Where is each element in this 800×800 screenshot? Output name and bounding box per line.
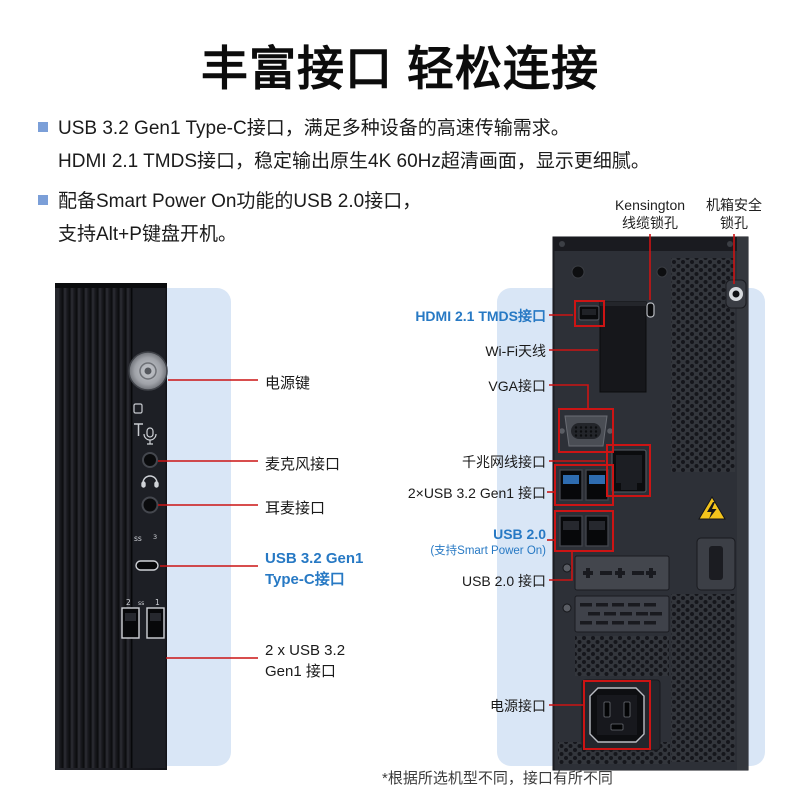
bullet-1: USB 3.2 Gen1 Type-C接口，满足多种设备的高速传输需求。 HDM… (58, 112, 650, 178)
chassis-lock-label: 机箱安全 锁孔 (706, 197, 762, 231)
vent-grid-top (671, 258, 735, 472)
wifi-antenna-cover (599, 301, 647, 393)
usb-a-port-2 (121, 607, 140, 639)
rear-power-label: 电源接口 (490, 698, 546, 714)
slot-latch (696, 537, 736, 591)
bullet-2-line-1: 配备Smart Power On功能的USB 2.0接口， (58, 191, 422, 212)
mic-jack (142, 452, 158, 468)
expansion-slot-cover-1 (574, 555, 670, 591)
bullet-2: 配备Smart Power On功能的USB 2.0接口， 支持Alt+P键盘开… (58, 185, 421, 251)
front-mic-label: 麦克风接口 (265, 456, 341, 473)
typec-port (135, 560, 159, 571)
rear-usb20-smart-label: USB 2.0 (支持Smart Power On) (430, 526, 546, 557)
bullet-1-line-1: USB 3.2 Gen1 Type-C接口，满足多种设备的高速传输需求。 (58, 118, 570, 139)
headset-jack (141, 496, 159, 514)
bullet-1-line-2: HDMI 2.1 TMDS接口，稳定输出原生4K 60Hz超清画面，显示更细腻。 (58, 151, 650, 172)
front-power-label: 电源键 (265, 375, 311, 392)
front-typec-label: USB 3.2 Gen1 Type-C接口 (265, 550, 364, 588)
front-tower-figure: ss 3 2 ss 1 (55, 283, 168, 770)
power-button (128, 351, 168, 391)
expansion-slot-cover-2 (574, 595, 670, 633)
hdmi-port (578, 305, 600, 321)
kensington-slot (646, 302, 655, 318)
svg-text:ss: ss (134, 534, 142, 543)
front-usb-label: 2 x USB 3.2 Gen1 接口 (265, 642, 346, 680)
footnote: *根据所选机型不同，接口有所不同 (382, 770, 613, 787)
antenna-connector (571, 265, 585, 279)
usb-port-markings: 2 ss 1 (126, 598, 160, 607)
usb-a-port-1 (146, 607, 165, 639)
rear-ethernet-label: 千兆网线接口 (462, 454, 546, 470)
power-inlet (589, 687, 645, 743)
bullet-square-1 (38, 122, 48, 132)
front-headset-label: 耳麦接口 (265, 500, 326, 517)
rear-wifi-label: Wi-Fi天线 (485, 343, 546, 359)
page-title: 丰富接口 轻松连接 (200, 42, 600, 95)
rear-vga-label: VGA接口 (488, 378, 546, 394)
rear-panel-figure (552, 236, 749, 771)
padlock-hole (725, 279, 747, 309)
bullet-square-2 (38, 195, 48, 205)
vent-grid-bottom (671, 594, 735, 762)
typec-marking: ss 3 (134, 533, 157, 543)
svg-text:2: 2 (126, 598, 131, 607)
ethernet-port (611, 449, 647, 493)
svg-text:ss: ss (138, 600, 144, 607)
hdd-indicator-icon (134, 423, 143, 436)
led-indicator-icon (133, 403, 143, 414)
bullet-2-line-2: 支持Alt+P键盘开机。 (58, 224, 237, 245)
rear-usb20-label: USB 2.0 接口 (461, 573, 546, 589)
warning-label-icon (698, 496, 726, 520)
svg-text:3: 3 (153, 533, 157, 541)
kensington-label: Kensington 线缆锁孔 (614, 197, 686, 231)
mic-icon (143, 427, 157, 445)
front-grille (57, 285, 131, 768)
vent-mid (575, 636, 669, 676)
headset-icon (141, 475, 159, 488)
svg-text:1: 1 (155, 598, 160, 607)
rear-usb32-label: 2×USB 3.2 Gen1 接口 (407, 485, 546, 501)
rear-hdmi-label: HDMI 2.1 TMDS接口 (415, 308, 546, 324)
